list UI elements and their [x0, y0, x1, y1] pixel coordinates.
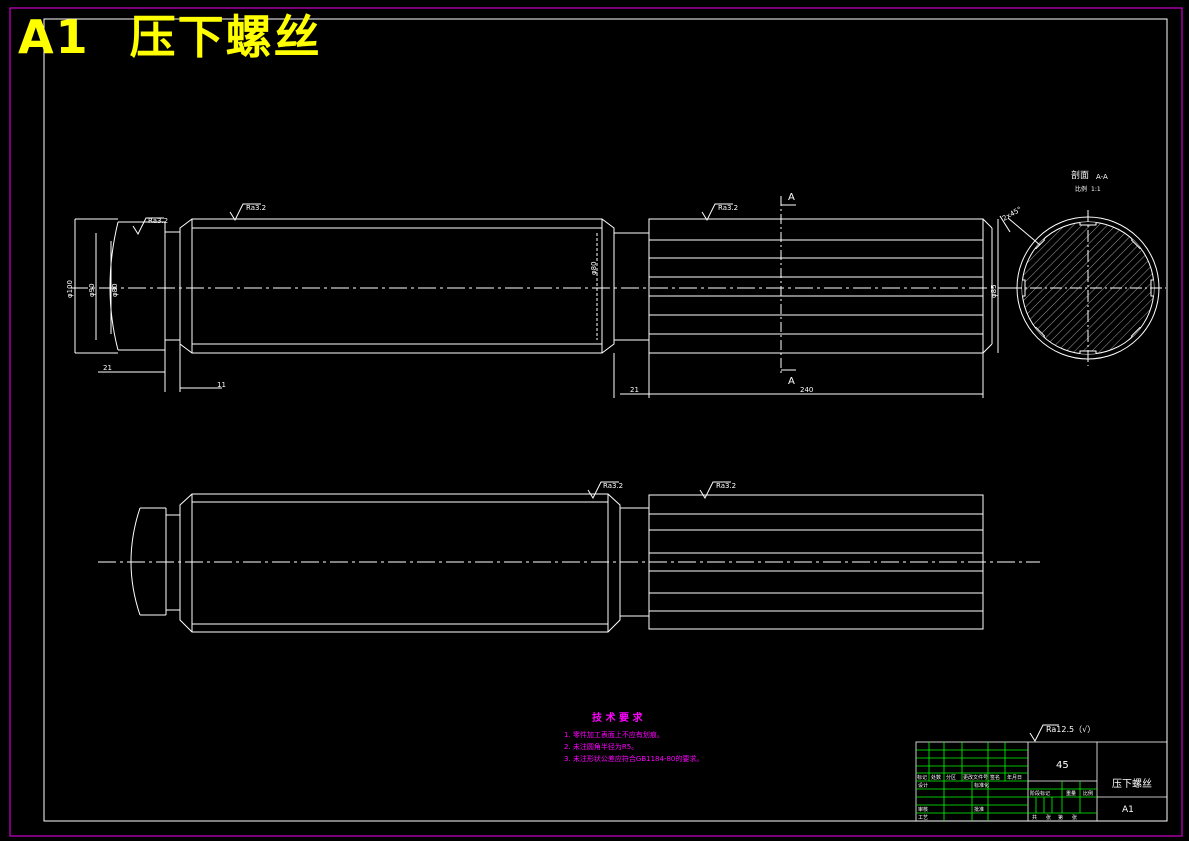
- tb-material: 45: [1056, 760, 1069, 771]
- dim-collar-diameter: φ100: [66, 280, 74, 298]
- section-title: 剖面: [1071, 169, 1089, 181]
- section-scale-value: 1:1: [1091, 186, 1101, 193]
- tb-sign-label: 工艺: [918, 815, 928, 821]
- tech-heading: 技 术 要 求: [592, 711, 643, 724]
- tb-sign-label: 设计: [918, 782, 928, 789]
- roughness-label: Ra3.2: [718, 204, 738, 212]
- tb-row-label: 分区: [946, 774, 956, 781]
- section-mark-top: A: [788, 192, 795, 203]
- section-mark-bottom: A: [788, 376, 795, 387]
- front-view: [70, 196, 1011, 398]
- tb-part-name: 压下螺丝: [1112, 778, 1152, 790]
- general-roughness-text: Ra12.5（√）: [1046, 725, 1095, 734]
- section-scale-label: 比例: [1075, 185, 1087, 193]
- inner-frame: [43, 18, 1168, 822]
- section-view: [1007, 210, 1166, 366]
- sheet-code: A1: [18, 10, 90, 64]
- dim-spline-length: 240: [800, 386, 813, 394]
- exterior-view-labels: Ra3.2 Ra3.2: [603, 482, 736, 490]
- roughness-label: Ra3.2: [716, 482, 736, 490]
- section-labels: 剖面 A-A 比例 1:1: [1071, 169, 1108, 193]
- title-block: [915, 741, 1168, 822]
- sheet-part-name: 压下螺丝: [129, 10, 322, 64]
- tb-sheet-label: 共: [1032, 814, 1037, 821]
- technical-requirements: 技 术 要 求 1. 零件加工表面上不应有划痕。 2. 未注圆角半径为R5。 3…: [564, 711, 703, 763]
- section-id: A-A: [1096, 173, 1108, 181]
- tb-row-label: 年月日: [1007, 774, 1022, 781]
- dim-spline-diameter: φ85: [990, 284, 998, 298]
- tb-row-label: 签名: [990, 774, 1000, 781]
- roughness-label: Ra3.2: [148, 217, 168, 225]
- tech-item: 3. 未注形状公差应符合GB1184-80的要求。: [564, 754, 703, 763]
- front-view-labels: Ra3.2 Ra3.2 Ra3.2 2x45° φ100 φ90 φ80 φ80…: [66, 192, 1023, 394]
- tb-stage-label: 比例: [1083, 790, 1093, 797]
- tb-sign-label: 标准化: [974, 782, 989, 789]
- title-block-text: 标记 处数 分区 更改文件号 签名 年月日 设计 审核 工艺 标准化 批准 阶段…: [917, 760, 1152, 821]
- general-roughness-note: Ra12.5（√）: [1029, 724, 1095, 743]
- dim-neck-length: 21: [630, 386, 639, 394]
- tb-sheet-label: 张: [1072, 814, 1077, 821]
- tb-sign-label: 批准: [974, 806, 984, 813]
- tech-item: 2. 未注圆角半径为R5。: [564, 742, 638, 751]
- dim-neck-diameter: φ80: [590, 261, 598, 275]
- tb-sign-label: 审核: [918, 806, 928, 813]
- exterior-view: [98, 481, 1040, 633]
- dim-groove-length: 11: [217, 381, 226, 389]
- tb-stage-label: 阶段标记: [1030, 790, 1050, 797]
- tb-row-label: 处数: [931, 774, 941, 781]
- dim-groove-diameter: φ80: [111, 283, 119, 297]
- tb-stage-label: 重量: [1066, 790, 1076, 797]
- roughness-label: Ra3.2: [603, 482, 623, 490]
- tech-item: 1. 零件加工表面上不应有划痕。: [564, 730, 664, 739]
- tb-sheet-label: 第: [1058, 814, 1063, 821]
- tb-row-label: 更改文件号: [963, 774, 988, 781]
- dim-collar-length: 21: [103, 364, 112, 372]
- dim-body-diameter: φ90: [88, 283, 96, 297]
- tb-drawing-no: A1: [1122, 805, 1134, 815]
- tb-sheet-label: 张: [1046, 814, 1051, 821]
- outer-frame: [9, 7, 1183, 837]
- roughness-label: Ra3.2: [246, 204, 266, 212]
- chamfer-label: 2x45°: [1001, 205, 1023, 222]
- tb-row-label: 标记: [917, 774, 927, 781]
